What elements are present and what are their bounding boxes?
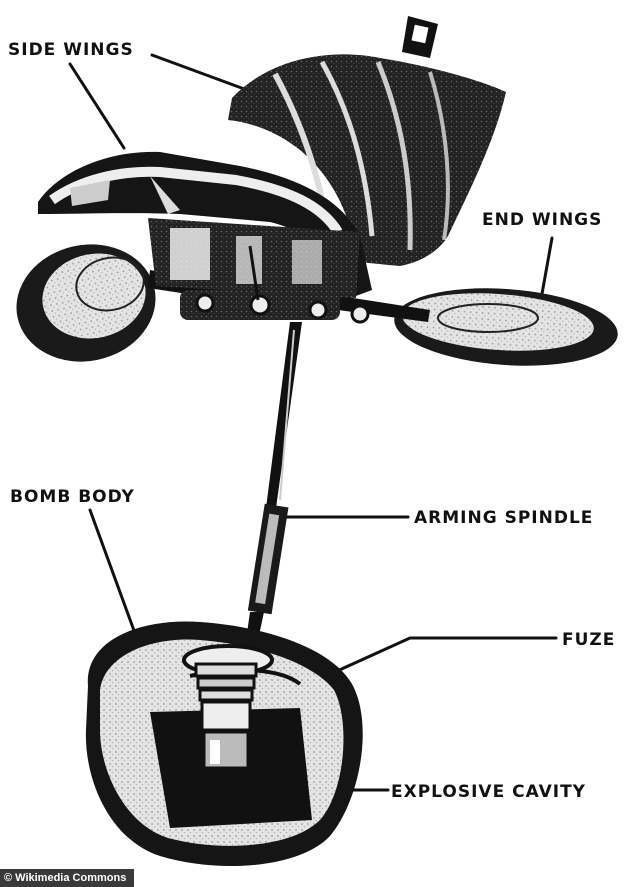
side-wings-leader-down	[68, 62, 126, 150]
label-side-wings: SIDE WINGS	[8, 40, 134, 60]
end-wing-left	[16, 244, 156, 362]
label-bomb-body: BOMB BODY	[10, 487, 135, 507]
arming-spindle	[246, 322, 302, 640]
label-explosive-cavity: EXPLOSIVE CAVITY	[391, 782, 586, 802]
image-credit: © Wikimedia Commons	[0, 869, 135, 887]
side-wing-rear	[228, 54, 506, 266]
end-wing-right	[394, 288, 618, 366]
fuze	[182, 644, 274, 770]
bomb-body-leader	[88, 508, 138, 638]
side-wing-front	[38, 151, 372, 300]
label-end-wings: END WINGS	[482, 210, 603, 230]
top-loop	[402, 16, 438, 58]
central-hub	[148, 218, 360, 301]
label-arming-spindle: ARMING SPINDLE	[414, 508, 594, 528]
label-fuze: FUZE	[562, 630, 616, 650]
side-wings-leader-right	[150, 53, 249, 92]
